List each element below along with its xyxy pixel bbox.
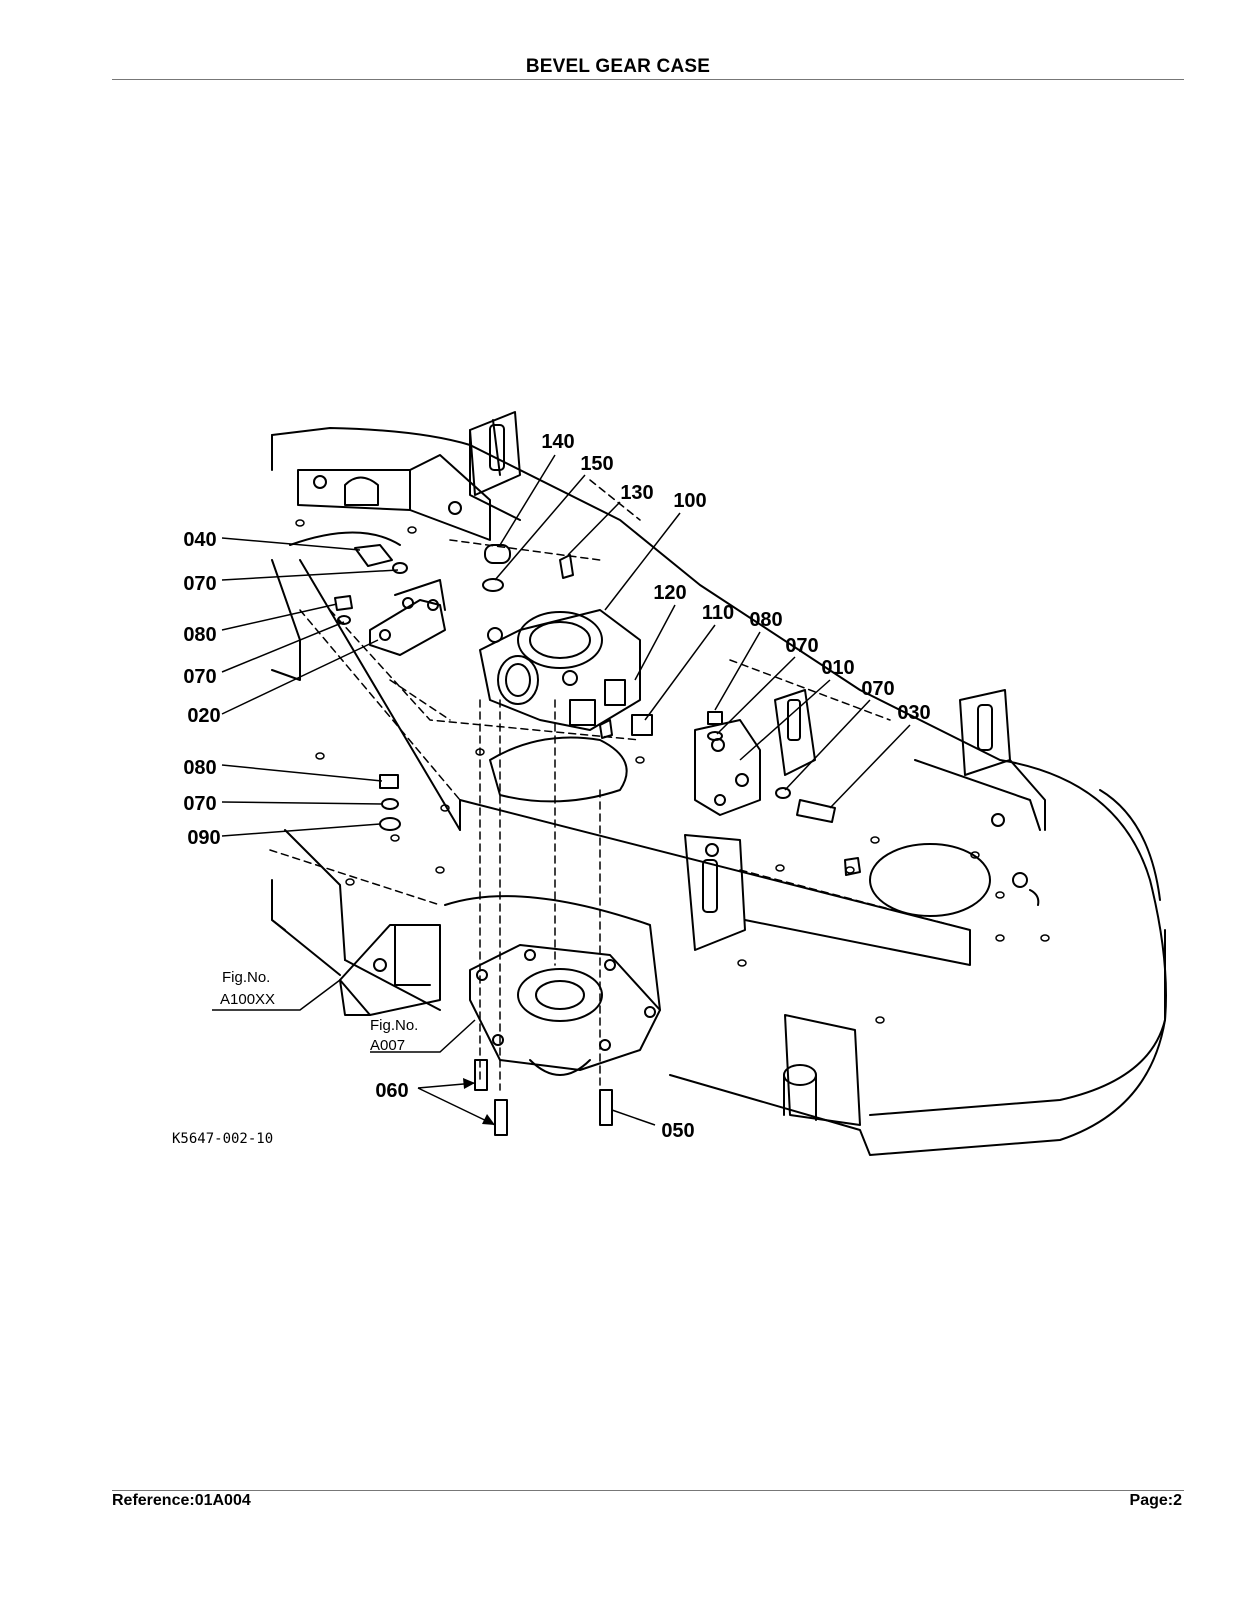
callout-080: 080	[749, 609, 782, 631]
deck-outline	[271, 427, 1167, 1156]
top-left-bracket	[297, 454, 491, 541]
callout-labels: 140 150 130 100 040 070 080 070 020 120 …	[183, 431, 930, 1142]
bevel-gear-case	[479, 609, 641, 731]
lower-right-post	[783, 1014, 861, 1126]
callout-070: 070	[183, 666, 216, 688]
callout-070: 070	[785, 635, 818, 657]
spindle-openings	[289, 531, 991, 917]
right-hook-bracket	[914, 689, 1046, 888]
callout-090: 090	[187, 827, 220, 849]
callout-060: 060	[375, 1080, 408, 1102]
footer-page-number: Page:2	[1129, 1492, 1182, 1509]
fig-ref-number: A007	[370, 1037, 405, 1054]
callout-110: 110	[702, 602, 734, 624]
footer-rule	[112, 1490, 1184, 1491]
callout-140: 140	[541, 431, 574, 453]
callout-100: 100	[673, 490, 706, 512]
leader-arrowheads	[463, 1078, 495, 1125]
callout-070: 070	[861, 678, 894, 700]
small-clip	[844, 857, 861, 876]
fig-ref-label: Fig.No.	[370, 1017, 418, 1034]
fig-ref-label: Fig.No.	[222, 969, 270, 986]
callout-070: 070	[183, 793, 216, 815]
center-hook-bracket	[684, 834, 746, 951]
fig-ref-number: A100XX	[220, 991, 275, 1008]
callout-010: 010	[821, 657, 854, 679]
small-hook	[1029, 889, 1040, 906]
fig-ref-a100xx: Fig.No. A100XX	[220, 969, 275, 1008]
callout-020: 020	[187, 705, 220, 727]
page-title: BEVEL GEAR CASE	[525, 56, 711, 77]
callout-130: 130	[620, 482, 653, 504]
callout-030: 030	[897, 702, 930, 724]
leader-lines	[212, 454, 911, 1126]
left-arm-bracket	[339, 924, 441, 1016]
bracket-010	[694, 689, 816, 816]
callout-080: 080	[183, 624, 216, 646]
callout-080: 080	[183, 757, 216, 779]
callout-040: 040	[183, 529, 216, 551]
header-rule	[112, 79, 1184, 80]
drawing-code: K5647-002-10	[172, 1131, 273, 1147]
callout-050: 050	[661, 1120, 694, 1142]
bracket-020	[369, 579, 446, 656]
callout-070: 070	[183, 573, 216, 595]
top-hook-bracket	[469, 411, 521, 521]
fig-ref-a007: Fig.No. A007	[370, 1017, 418, 1054]
callout-150: 150	[580, 453, 613, 475]
callout-120: 120	[653, 582, 686, 604]
lower-flange-plate	[444, 895, 661, 1076]
footer-reference: Reference:01A004	[112, 1492, 251, 1509]
